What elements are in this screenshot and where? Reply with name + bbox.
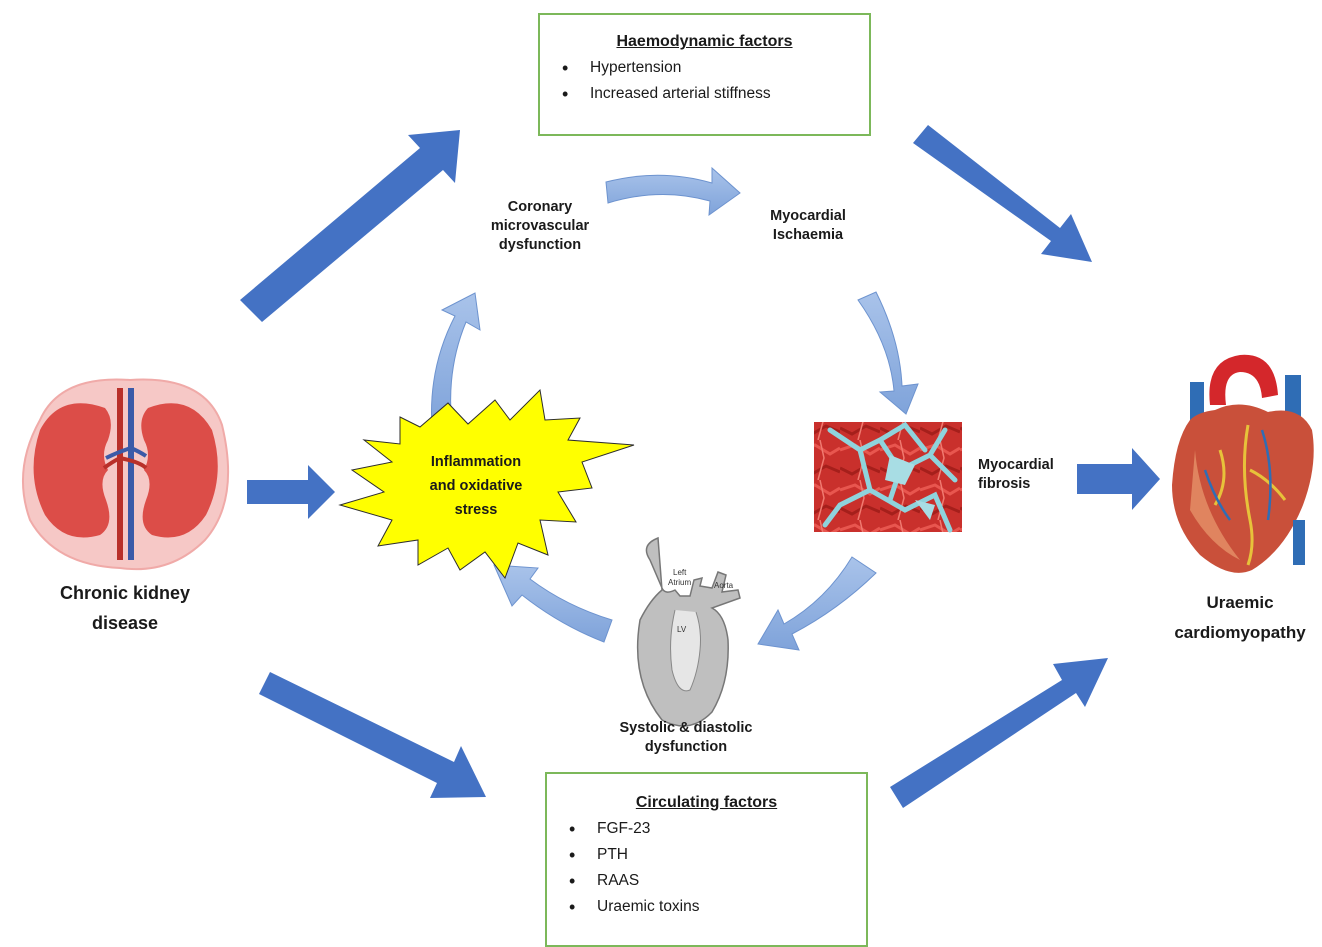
kidney-right [141,403,218,538]
dark-arrows [240,125,1160,808]
fibrosis-label-line-2: fibrosis [978,476,1031,492]
left-atrium-label-2: Atrium [668,578,691,587]
descending-vessel [1293,520,1305,565]
haemodynamic-item-hypertension: Hypertension [562,55,869,81]
ckd-label-line-1: Chronic kidney [59,583,191,603]
arrow-fibrosis-to-dysfunction [757,556,877,651]
haemodynamic-title: Haemodynamic factors [616,33,793,50]
inflammation-label-3: stress [455,502,498,518]
systolic-diastolic-label: Systolic & diastolic dysfunction [600,719,772,757]
ucm-label-line-1: Uraemic [1206,593,1274,612]
coronary-microvascular-label: Coronary microvascular dysfunction [470,198,610,255]
uraemic-cardiomyopathy-label: Uraemic cardiomyopathy [1160,588,1320,648]
circulating-item-uraemic-toxins: Uraemic toxins [569,894,866,920]
arrow-dysfunction-to-inflammation [493,564,613,643]
arrow-haemodynamic-to-ucm [913,125,1092,262]
coronary-veins [1203,429,1272,521]
inflammation-starburst [338,388,635,580]
circulating-factors-box: Circulating factors FGF-23 PTH RAAS Urae… [545,772,868,947]
aorta-label: Aorta [714,581,734,590]
coronary-label-line-3: dysfunction [498,237,582,253]
heart-sketch: Left Atrium Aorta LV [636,536,741,727]
kidney-illustration [21,378,230,571]
arrow-fibrosis-to-ucm [1077,448,1160,510]
circulating-list: FGF-23 PTH RAAS Uraemic toxins [547,816,866,920]
inflammation-label-2: and oxidative [430,478,523,494]
myocardial-fibrosis-label: Myocardial fibrosis [978,456,1078,494]
fibrosis-label-line-1: Myocardial [978,457,1054,473]
circulating-item-fgf23: FGF-23 [569,816,866,842]
circulating-item-raas: RAAS [569,868,866,894]
cycle-arrows [431,166,919,651]
lv-label: LV [677,625,687,634]
heart-sketch-inner [670,609,701,692]
ischaemia-label-line-2: Ischaemia [772,227,844,243]
haemodynamic-item-arterial-stiffness: Increased arterial stiffness [562,81,869,107]
arrow-coronary-to-ischaemia [605,166,741,217]
fibrosis-histology-image [814,421,962,533]
aortic-arch [1209,354,1278,405]
dysfunction-label-line-1: Systolic & diastolic [619,720,753,736]
arrow-ckd-to-circulating [259,672,486,798]
kidney-left [33,403,111,538]
heart-illustration [1172,354,1314,573]
haemodynamic-factors-box: Haemodynamic factors Hypertension Increa… [538,13,871,136]
circulating-title: Circulating factors [635,794,778,811]
collagen-web [885,455,935,520]
inflammation-label-1: Inflammation [431,454,521,470]
myocardial-ischaemia-label: Myocardial Ischaemia [748,207,868,245]
arrow-ckd-to-haemodynamic [240,130,460,322]
haemodynamic-list: Hypertension Increased arterial stiffnes… [540,55,869,107]
renal-artery [102,456,148,470]
ucm-label-line-2: cardiomyopathy [1174,623,1306,642]
arrow-inflammation-to-coronary [431,292,481,429]
heart-shading [1190,450,1240,560]
arrow-ischaemia-to-fibrosis [857,291,919,415]
coronary-label-line-1: Coronary [507,199,573,215]
arrow-circulating-to-ucm [890,658,1108,808]
circulating-item-pth: PTH [569,842,866,868]
ischaemia-label-line-1: Myocardial [770,208,846,224]
ckd-label: Chronic kidney disease [30,578,220,638]
ckd-label-line-2: disease [91,613,159,633]
arrow-ckd-to-inflammation [247,465,335,519]
coronary-label-line-2: microvascular [490,218,590,234]
dysfunction-label-line-2: dysfunction [644,739,728,755]
left-atrium-label-1: Left [673,568,687,577]
renal-vein [105,446,148,460]
